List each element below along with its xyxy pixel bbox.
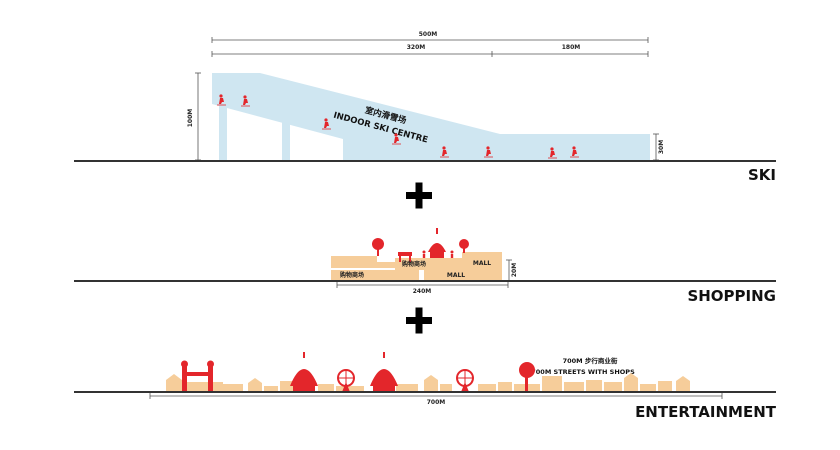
person-icon (450, 250, 454, 258)
skier-icon (392, 133, 401, 145)
street-label-en: 700M STREETS WITH SHOPS (531, 368, 635, 376)
shopping-section: 购物商场 MALL 购物商场 MALL 20M 240M SHOPPING (74, 228, 776, 305)
skier-icon (484, 146, 493, 158)
dimension-label-low-height: 30M (658, 140, 665, 154)
house (440, 384, 452, 392)
ski-section: 500M 320M 180M 100M 30M 室 (74, 31, 776, 184)
entertainment-section: 700M 步行商业街 700M STREETS WITH SHOPS (74, 352, 777, 421)
tree-icon (372, 238, 384, 256)
house (336, 386, 364, 392)
house (318, 384, 334, 392)
ski-slope (212, 73, 650, 160)
ski-support-column (219, 104, 227, 160)
plus-icon (406, 182, 432, 209)
circus-tent-icon (290, 352, 318, 392)
house (640, 384, 656, 392)
dimension-20m: 20M (506, 259, 518, 282)
dimension-30m: 30M (653, 133, 665, 161)
house (586, 380, 602, 392)
house (264, 386, 278, 392)
attractions (181, 352, 535, 392)
dimension-700m: 700M (149, 393, 723, 406)
mall-building (331, 256, 377, 268)
mall-label-cn-upper: 购物商场 (402, 260, 426, 268)
mall-building (424, 270, 502, 280)
skier-icon (440, 146, 449, 158)
dimension-label-total: 500M (419, 31, 438, 38)
mall-building (462, 252, 502, 270)
ferris-wheel-icon (337, 369, 355, 392)
mall-label-cn-lower: 购物商场 (340, 271, 364, 279)
house (424, 380, 438, 392)
skier-icon (548, 147, 557, 159)
house (478, 384, 496, 392)
ferris-wheel-icon (456, 369, 474, 392)
tent-icon (428, 228, 446, 258)
house (280, 381, 294, 392)
house (676, 376, 690, 381)
dimension-500m: 500M (211, 31, 649, 43)
house (223, 384, 243, 392)
mall-building (377, 262, 395, 268)
gate-icon (181, 360, 214, 392)
skier-icon (570, 146, 579, 158)
mall-building (395, 258, 462, 270)
dimension-label-street-length: 700M (427, 399, 446, 406)
house (624, 373, 638, 378)
house (658, 381, 672, 392)
house (498, 382, 512, 392)
skier-icon (241, 95, 250, 107)
house (564, 382, 584, 392)
dimension-label-height: 100M (187, 109, 194, 128)
section-title-shopping: SHOPPING (687, 287, 776, 305)
skier-icon (322, 118, 331, 130)
section-title-ski: SKI (748, 166, 776, 184)
house (248, 383, 262, 392)
mall-label-en-upper: MALL (473, 260, 491, 267)
mall-label-en-lower: MALL (447, 272, 465, 279)
tree-icons (372, 238, 469, 256)
mall-building (331, 270, 419, 280)
house (166, 374, 182, 380)
dimension-240m: 240M (336, 282, 509, 295)
market-stall-icon (398, 252, 412, 262)
people-icons (422, 250, 454, 258)
house (396, 384, 418, 392)
house (248, 378, 262, 383)
street-label-cn: 700M 步行商业街 (563, 356, 618, 365)
dimension-label-slope: 320M (407, 44, 426, 51)
dimension-320m-180m: 320M 180M (211, 44, 649, 57)
plus-icon (406, 307, 432, 334)
house (183, 382, 223, 392)
skier-icon (217, 94, 226, 106)
skier-icons (217, 94, 579, 159)
dimension-label-shop-height: 20M (511, 263, 518, 277)
house (604, 382, 622, 392)
house (676, 381, 690, 392)
dimension-100m: 100M (187, 72, 201, 161)
dimension-label-flat: 180M (562, 44, 581, 51)
ski-support-column (282, 121, 290, 160)
section-title-entertainment: ENTERTAINMENT (635, 403, 777, 421)
house (166, 380, 182, 392)
house (424, 375, 438, 380)
person-icon (422, 250, 426, 258)
dimension-label-shop-length: 240M (413, 288, 432, 295)
house (624, 378, 638, 392)
tree-icon (519, 362, 535, 392)
circus-tent-icon (370, 352, 398, 392)
tree-icon (459, 239, 469, 253)
house (542, 376, 562, 392)
